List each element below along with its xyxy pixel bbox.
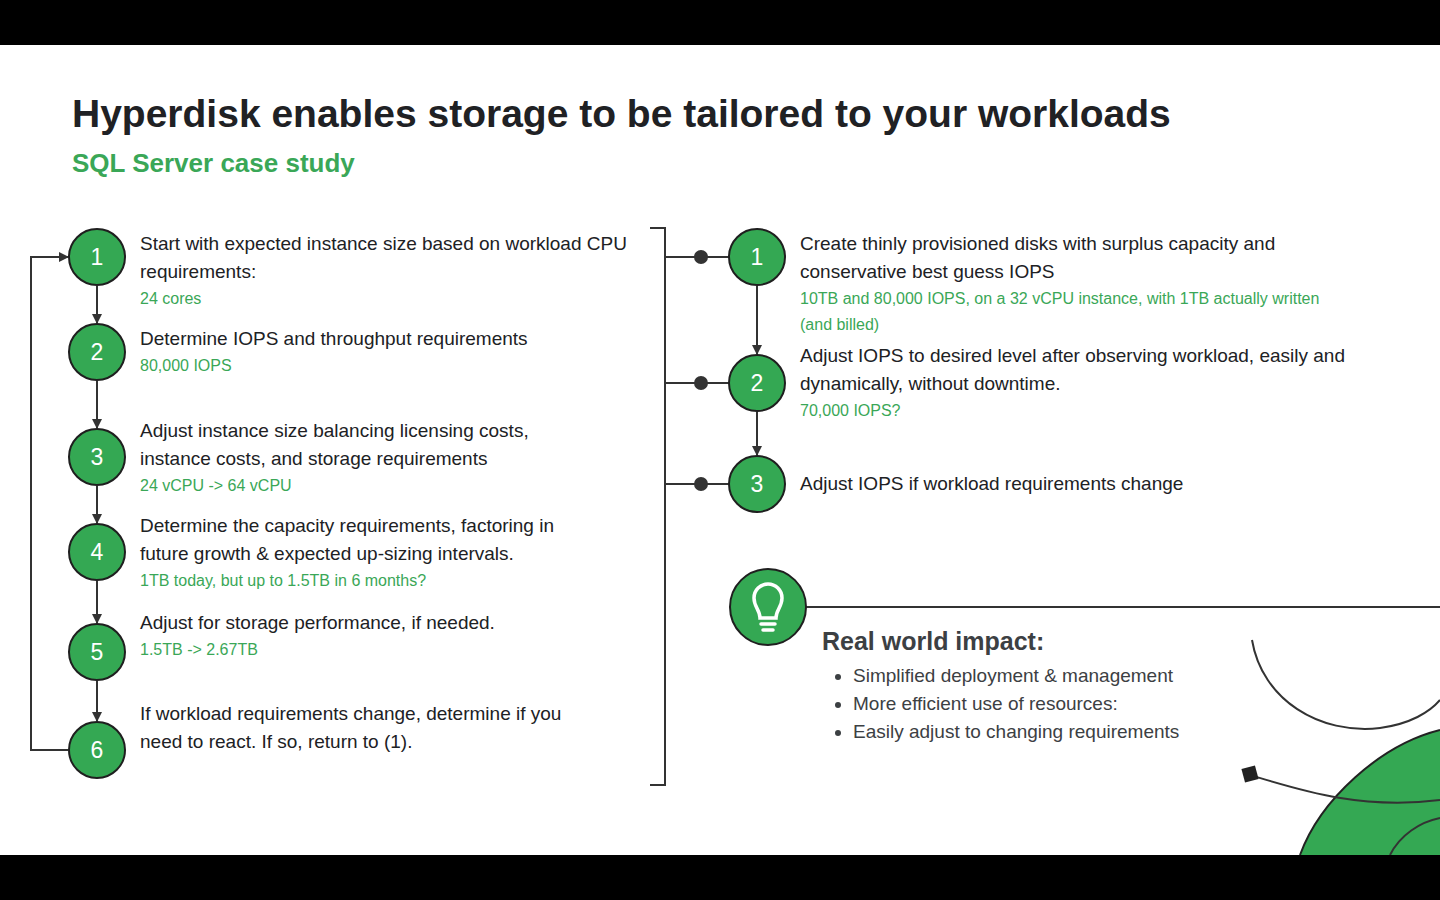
bullet-dot xyxy=(835,702,841,708)
step-description: Adjust instance size balancing licensing… xyxy=(140,417,570,473)
step-text-block: Create thinly provisioned disks with sur… xyxy=(800,230,1330,338)
divider-line xyxy=(806,606,1440,608)
step-text-block: Adjust IOPS if workload requirements cha… xyxy=(800,470,1360,498)
step-number: 5 xyxy=(70,625,124,679)
step-example: 1TB today, but up to 1.5TB in 6 months? xyxy=(140,568,585,594)
step-circle: 2Determine IOPS and throughput requireme… xyxy=(68,323,126,381)
flow-arrow xyxy=(756,412,758,455)
bullet-text: More efficient use of resources: xyxy=(853,693,1118,715)
step-description: Create thinly provisioned disks with sur… xyxy=(800,230,1330,286)
step-description: If workload requirements change, determi… xyxy=(140,700,575,756)
step-description: Adjust IOPS if workload requirements cha… xyxy=(800,470,1360,498)
step-circle: 3Adjust instance size balancing licensin… xyxy=(68,428,126,486)
bracket xyxy=(650,228,665,785)
step-circle: 3Adjust IOPS if workload requirements ch… xyxy=(728,455,786,513)
step-number: 6 xyxy=(70,723,124,777)
decor-leaf xyxy=(1300,730,1440,855)
step-number: 1 xyxy=(730,230,784,284)
flow-arrow xyxy=(96,681,98,721)
bullet-text: Simplified deployment & management xyxy=(853,665,1173,687)
decor-arc xyxy=(1252,640,1440,729)
step-text-block: Adjust instance size balancing licensing… xyxy=(140,417,570,499)
flow-arrow xyxy=(96,286,98,323)
flow-arrow xyxy=(96,381,98,428)
step-text-block: Adjust for storage performance, if neede… xyxy=(140,609,640,663)
letterbox-bar xyxy=(0,855,1440,900)
step-number: 2 xyxy=(730,356,784,410)
step-example: 24 cores xyxy=(140,286,635,312)
step-circle: 6If workload requirements change, determ… xyxy=(68,721,126,779)
step-description: Determine IOPS and throughput requiremen… xyxy=(140,325,640,353)
flow-arrow xyxy=(756,286,758,354)
impact-heading: Real world impact: xyxy=(822,627,1044,656)
subtitle: SQL Server case study xyxy=(72,148,355,179)
step-circle: 5Adjust for storage performance, if need… xyxy=(68,623,126,681)
step-example: 10TB and 80,000 IOPS, on a 32 vCPU insta… xyxy=(800,286,1330,338)
step-example: 24 vCPU -> 64 vCPU xyxy=(140,473,570,499)
step-description: Adjust for storage performance, if neede… xyxy=(140,609,640,637)
decor-curve xyxy=(1390,818,1440,855)
step-text-block: If workload requirements change, determi… xyxy=(140,700,575,756)
step-number: 3 xyxy=(70,430,124,484)
bullet-dot xyxy=(835,674,841,680)
step-number: 2 xyxy=(70,325,124,379)
step-example: 80,000 IOPS xyxy=(140,353,640,379)
decor-square xyxy=(1241,765,1258,782)
step-text-block: Determine the capacity requirements, fac… xyxy=(140,512,585,594)
step-text-block: Adjust IOPS to desired level after obser… xyxy=(800,342,1355,424)
bracket-ticks xyxy=(665,250,729,491)
bullet-dot xyxy=(835,730,841,736)
lightbulb-badge xyxy=(730,569,806,645)
bullet-text: Easily adjust to changing requirements xyxy=(853,721,1179,743)
letterbox-bar xyxy=(0,0,1440,45)
flow-arrow xyxy=(96,581,98,623)
lightbulb-icon xyxy=(754,584,782,630)
step-description: Adjust IOPS to desired level after obser… xyxy=(800,342,1355,398)
step-number: 1 xyxy=(70,230,124,284)
step-example: 70,000 IOPS? xyxy=(800,398,1355,424)
decor-curve xyxy=(1250,775,1440,803)
step-number: 3 xyxy=(730,457,784,511)
step-text-block: Start with expected instance size based … xyxy=(140,230,635,312)
step-circle: 2Adjust IOPS to desired level after obse… xyxy=(728,354,786,412)
step-text-block: Determine IOPS and throughput requiremen… xyxy=(140,325,640,379)
step-description: Determine the capacity requirements, fac… xyxy=(140,512,585,568)
step-circle: 4Determine the capacity requirements, fa… xyxy=(68,523,126,581)
step-circle: 1Start with expected instance size based… xyxy=(68,228,126,286)
flow-arrow xyxy=(31,257,68,750)
step-circle: 1Create thinly provisioned disks with su… xyxy=(728,228,786,286)
slide-title: Hyperdisk enables storage to be tailored… xyxy=(72,92,1171,136)
flow-arrow xyxy=(96,486,98,523)
decor-leaf-edge xyxy=(1300,730,1440,855)
step-description: Start with expected instance size based … xyxy=(140,230,635,286)
step-example: 1.5TB -> 2.67TB xyxy=(140,637,640,663)
step-number: 4 xyxy=(70,525,124,579)
